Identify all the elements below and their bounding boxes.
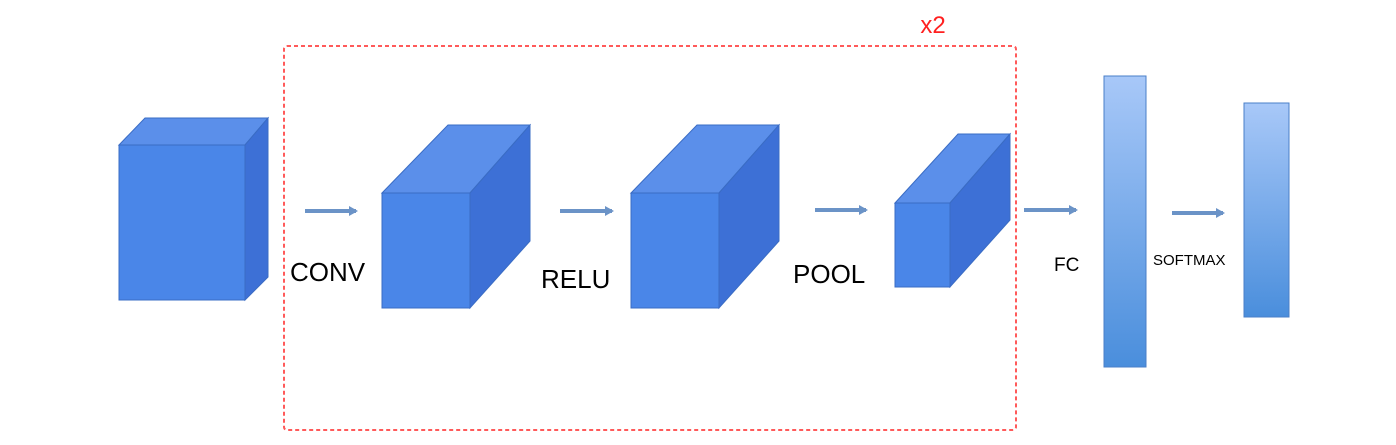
conv-volume-front bbox=[381, 192, 471, 309]
pool-label: POOL bbox=[793, 259, 865, 289]
input-volume bbox=[117, 116, 270, 302]
relu-label: RELU bbox=[541, 264, 610, 294]
pool-volume-front bbox=[894, 202, 951, 288]
input-volume-top bbox=[117, 117, 270, 146]
softmax-vector bbox=[1243, 102, 1290, 318]
fc-vector bbox=[1103, 75, 1147, 368]
relu-volume-front bbox=[630, 192, 720, 309]
input-volume-side bbox=[244, 116, 269, 302]
input-volume-front bbox=[118, 144, 246, 301]
softmax-label: SOFTMAX bbox=[1153, 252, 1226, 269]
fc-label: FC bbox=[1054, 255, 1079, 276]
pool-volume bbox=[893, 132, 1012, 289]
conv-volume bbox=[380, 123, 532, 310]
repeat-block-border bbox=[283, 45, 1017, 431]
relu-volume bbox=[629, 123, 781, 310]
repeat-count-label: x2 bbox=[920, 12, 945, 39]
conv-label: CONV bbox=[290, 257, 366, 287]
